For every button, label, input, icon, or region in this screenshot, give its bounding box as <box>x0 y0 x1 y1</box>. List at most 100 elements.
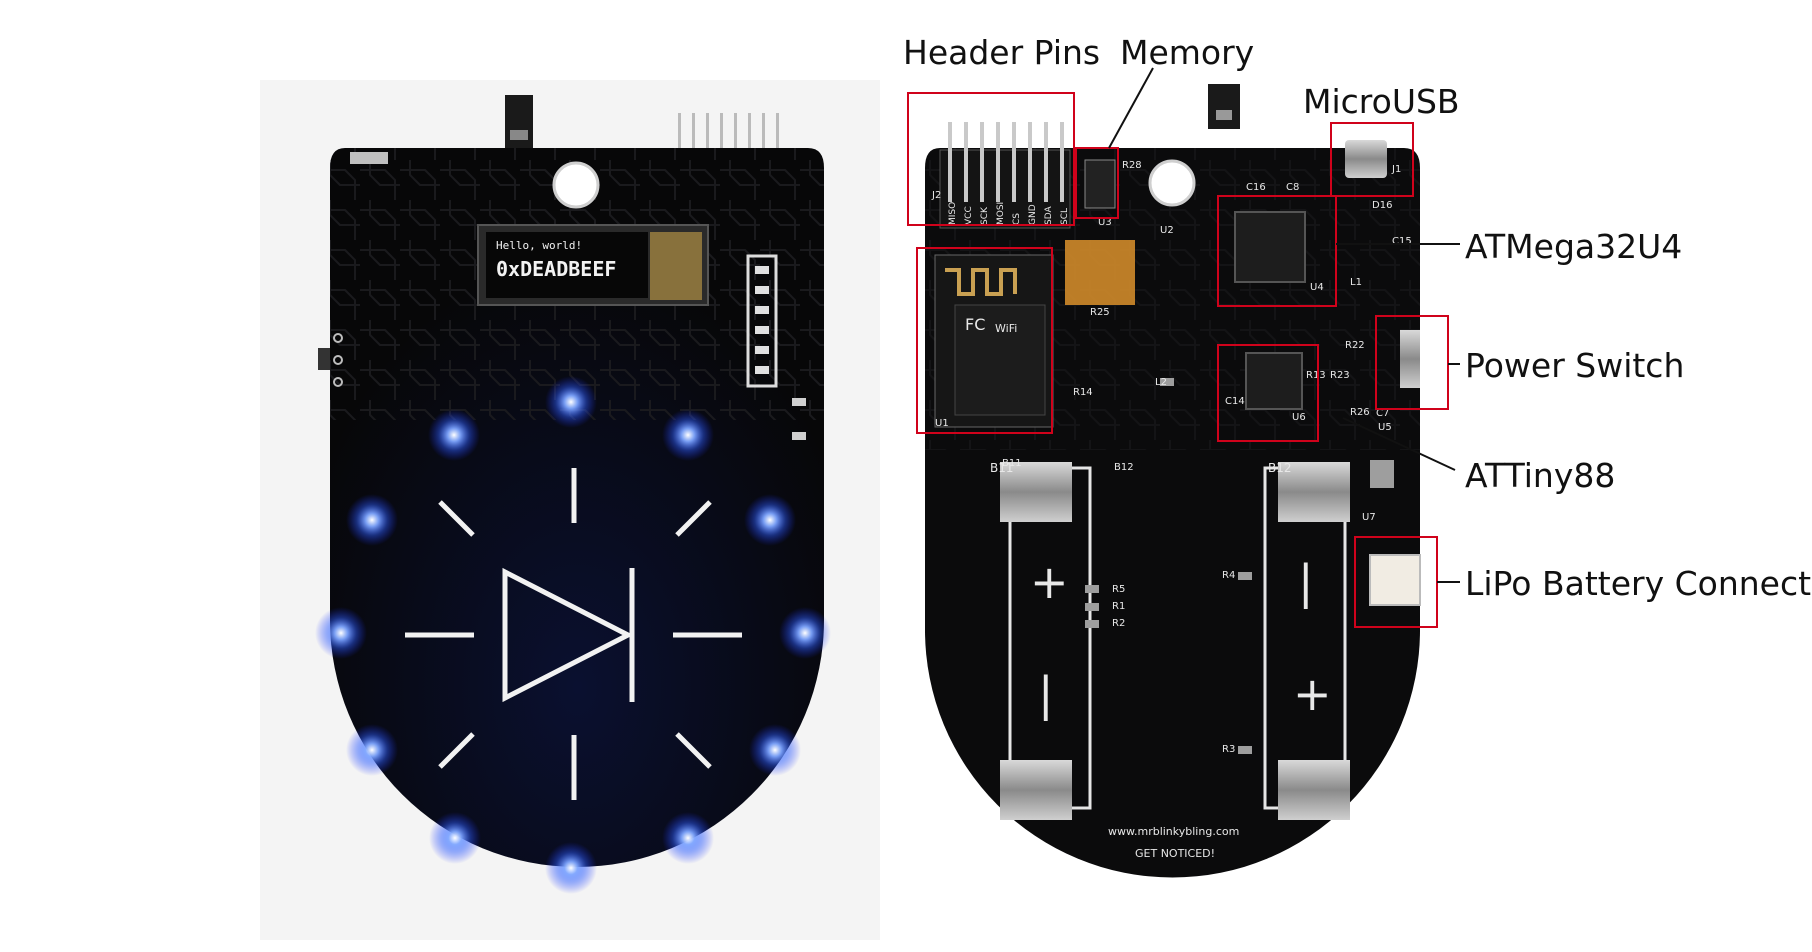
front-header-pins <box>678 113 779 148</box>
ref: R25 <box>1090 307 1110 318</box>
front-board <box>315 95 831 894</box>
attiny-chip <box>1245 352 1303 410</box>
callout-box-attiny <box>1217 344 1319 442</box>
callout-boxes <box>907 92 1449 628</box>
wifi-module: FC WiFi <box>934 254 1054 428</box>
led <box>545 376 597 428</box>
callout-box-power-switch <box>1375 315 1449 410</box>
label-memory: Memory <box>1120 33 1255 72</box>
mount-hole <box>552 161 600 209</box>
memory-chip <box>1084 159 1116 209</box>
led <box>749 724 801 776</box>
led <box>545 842 597 894</box>
callout-box-microusb <box>1330 122 1414 197</box>
ref: R26 <box>1350 407 1370 418</box>
small-parts <box>1085 378 1394 754</box>
ref: U3 <box>1098 217 1112 228</box>
ref: B12 <box>1114 462 1134 473</box>
label-attiny: ATTiny88 <box>1465 456 1616 495</box>
pin-label: SDA <box>1044 206 1054 225</box>
ref: L2 <box>1155 377 1167 388</box>
ref: D16 <box>1372 200 1392 211</box>
svg-text:|: | <box>1298 555 1314 610</box>
front-pad-strip <box>746 254 778 388</box>
front-jumper <box>505 95 533 155</box>
ref: R2 <box>1112 618 1125 629</box>
ref: U7 <box>1362 512 1376 523</box>
ref: C15 <box>1392 236 1412 247</box>
svg-text:FC: FC <box>965 315 985 334</box>
ref: R23 <box>1330 370 1350 381</box>
label-power-switch: Power Switch <box>1465 346 1685 385</box>
ref: B11 <box>1002 458 1022 469</box>
pin-label: VCC <box>964 206 974 225</box>
header-pin-labels: MISO VCC SCK MOSI CS GND SDA SCL <box>948 202 1070 225</box>
svg-text:|: | <box>1038 667 1054 722</box>
board-url: www.mrblinkybling.com <box>1108 825 1239 838</box>
battery-holder-right: | + B12 <box>1263 461 1350 820</box>
led-ring <box>315 376 831 894</box>
pin-label: SCL <box>1060 208 1070 225</box>
ref: C8 <box>1286 182 1299 193</box>
callout-box-header-pins <box>907 92 1075 226</box>
svg-text:+: + <box>1293 667 1332 721</box>
ref: J2 <box>931 190 941 201</box>
lipo-connector <box>1369 554 1421 606</box>
label-lipo: LiPo Battery Connector <box>1465 564 1812 603</box>
ref: U4 <box>1310 282 1324 293</box>
ref: R4 <box>1222 570 1235 581</box>
label-atmega: ATMega32U4 <box>1465 227 1683 266</box>
led <box>429 812 481 864</box>
pin-label: GND <box>1028 204 1038 225</box>
led <box>346 724 398 776</box>
ribbon <box>1065 240 1135 305</box>
ref: R1 <box>1112 601 1125 612</box>
label-header-pins: Header Pins <box>903 33 1101 72</box>
callout-box-memory <box>1075 147 1119 219</box>
pin-label: MOSI <box>996 202 1006 225</box>
ref: R5 <box>1112 584 1125 595</box>
led <box>346 494 398 546</box>
ref: R14 <box>1073 387 1093 398</box>
oled-display <box>477 224 709 306</box>
ref: R13 <box>1306 370 1326 381</box>
led <box>662 409 714 461</box>
board-slogan: GET NOTICED! <box>1135 847 1215 860</box>
ref: R22 <box>1345 340 1365 351</box>
svg-text:B11: B11 <box>990 461 1014 475</box>
battery-holder-left: + | B11 <box>990 461 1092 820</box>
led <box>662 812 714 864</box>
label-microusb: MicroUSB <box>1303 82 1460 121</box>
led <box>744 494 796 546</box>
callout-box-atmega <box>1217 195 1337 307</box>
ref: R28 <box>1122 160 1142 171</box>
svg-text:B12: B12 <box>1268 461 1292 475</box>
microusb-port <box>1345 140 1387 178</box>
ref: R3 <box>1222 744 1235 755</box>
oled-line-1: Hello, world! <box>496 239 583 252</box>
power-switch <box>1400 330 1420 388</box>
pin-label: CS <box>1012 213 1022 225</box>
svg-text:+: + <box>1030 555 1069 609</box>
ref: U5 <box>1378 422 1392 433</box>
pin-label: SCK <box>980 206 990 225</box>
ref: C16 <box>1246 182 1266 193</box>
back-board: FC WiFi + | B11 | + B12 <box>925 84 1421 878</box>
ref: C7 <box>1376 408 1389 419</box>
led <box>779 607 831 659</box>
ref: J1 <box>1391 164 1401 175</box>
oled-line-2: 0xDEADBEEF <box>496 257 617 281</box>
callout-lines <box>1108 67 1460 583</box>
atmega-chip <box>1234 211 1306 283</box>
led <box>428 409 480 461</box>
ref: U2 <box>1160 225 1174 236</box>
ref: C14 <box>1225 396 1245 407</box>
ref: L1 <box>1350 277 1362 288</box>
led <box>315 607 367 659</box>
svg-text:WiFi: WiFi <box>995 322 1017 335</box>
component-refs: J2 U3 R28 U2 C16 C8 J1 D16 C15 U1 U4 U6 … <box>931 160 1412 755</box>
callout-box-wifi <box>916 247 1053 434</box>
ref: U6 <box>1292 412 1306 423</box>
back-header <box>939 122 1071 229</box>
